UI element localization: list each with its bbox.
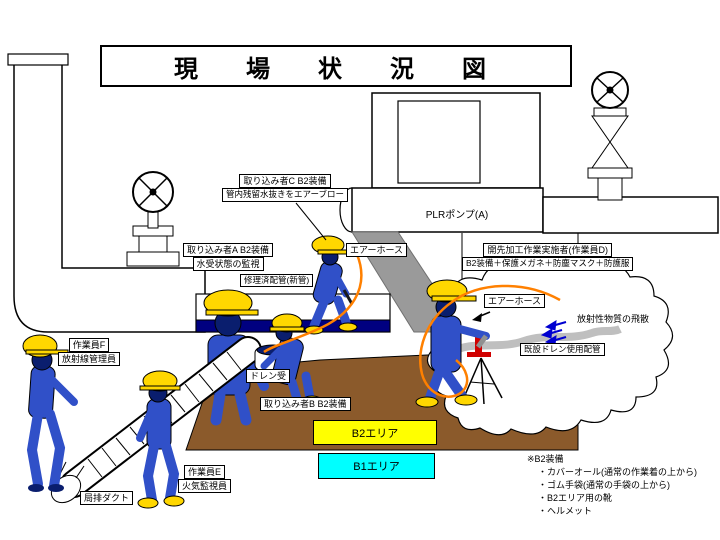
- notes-item: ・ゴム手袋(通常の手袋の上から): [538, 480, 670, 491]
- large-vertical-pipe: [7, 53, 206, 333]
- leader-line-worker-c: [295, 202, 327, 241]
- worker-b-label: 取り込み者B B2装備: [260, 397, 351, 412]
- worker-f-line1: 作業員F: [68, 338, 110, 353]
- notes-item: ・B2エリア用の靴: [538, 493, 613, 504]
- callout-worker-c: 取り込み者C B2装備 管内残留水抜きをエアーブロー: [222, 174, 348, 202]
- callout-air-hose-right: エアーホース: [484, 294, 546, 309]
- drain-receiver-label: ドレン受: [246, 369, 291, 384]
- air-hose-left-label: エアーホース: [346, 243, 408, 258]
- air-hose-c: [263, 251, 363, 354]
- notes-item: ・ヘルメット: [538, 506, 593, 517]
- plr-pump-label: PLRポンプ(A): [425, 210, 489, 221]
- existing-drain-label: 既設ドレン使用配管: [520, 343, 605, 357]
- duct-label: 局排ダクト: [80, 491, 134, 506]
- b2-area-marker: B2エリア: [313, 420, 437, 445]
- radiation-scatter-arrows-icon: [540, 320, 567, 346]
- repaired-pipe-label: 修理済配管(新管): [240, 274, 314, 288]
- air-hose-pointer-arrow: [472, 311, 491, 322]
- worker-e-line2: 火気監視員: [178, 479, 232, 494]
- callout-worker-c-line2: 管内残留水抜きをエアーブロー: [222, 188, 348, 202]
- callout-worker-d: 開先加工作業実施者(作業員D) B2装備＋保護メガネ＋防塵マスク＋防護服: [462, 243, 634, 271]
- left-valve: [126, 171, 180, 267]
- notes-item: ・カバーオール(通常の作業着の上から): [538, 467, 697, 478]
- callout-worker-f: 作業員F 放射線管理員: [58, 338, 121, 367]
- callout-worker-a-line2: 水受状態の監視: [192, 257, 264, 272]
- b2-equipment-notes: ※B2装備 ・カバーオール(通常の作業着の上から) ・ゴム手袋(通常の手袋の上か…: [527, 453, 697, 518]
- worker-e-line1: 作業員E: [184, 465, 226, 480]
- callout-worker-c-line1: 取り込み者C B2装備: [239, 174, 331, 189]
- callout-worker-b: 取り込み者B B2装備: [260, 397, 351, 412]
- page-title: 現 場 状 況 図: [100, 45, 572, 87]
- air-hose-right-label: エアーホース: [484, 294, 546, 309]
- callout-drain-receiver: ドレン受: [246, 369, 291, 384]
- scatter-label: 放射性物質の飛散: [577, 314, 650, 324]
- callout-duct: 局排ダクト: [80, 491, 134, 506]
- worker-f-figure: [22, 334, 78, 492]
- callout-repaired-pipe: 修理済配管(新管): [240, 274, 314, 288]
- worker-e-figure: [136, 370, 185, 509]
- callout-worker-a: 取り込み者A B2装備 水受状態の監視: [183, 243, 274, 272]
- callout-worker-e: 作業員E 火気監視員: [178, 465, 232, 494]
- worker-f-line2: 放射線管理員: [58, 352, 121, 367]
- callout-worker-a-line1: 取り込み者A B2装備: [183, 243, 274, 258]
- callout-worker-d-line1: 開先加工作業実施者(作業員D): [483, 243, 612, 258]
- air-hose-d: [419, 284, 561, 398]
- notes-heading: ※B2装備: [527, 454, 564, 464]
- callout-air-hose-left: エアーホース: [346, 243, 408, 258]
- callout-worker-d-line2: B2装備＋保護メガネ＋防塵マスク＋防護服: [462, 257, 634, 271]
- b1-area-marker: B1エリア: [318, 453, 435, 479]
- callout-existing-drain: 既設ドレン使用配管: [520, 343, 605, 357]
- right-valve: [587, 71, 633, 201]
- plr-pump-assembly: [339, 92, 719, 234]
